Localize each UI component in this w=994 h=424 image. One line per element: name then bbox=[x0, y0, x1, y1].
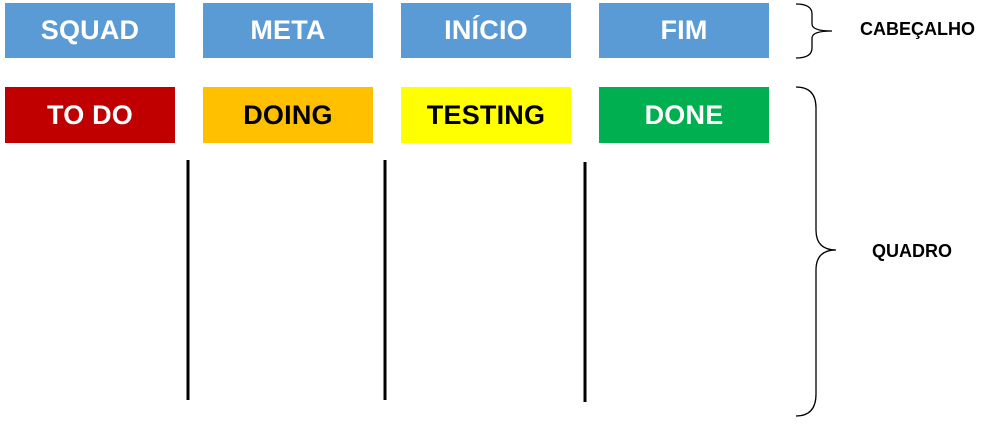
column-testing: TESTING bbox=[401, 87, 571, 143]
header-squad-box: SQUAD bbox=[5, 3, 175, 58]
header-fim-box: FIM bbox=[599, 3, 769, 58]
column-doing: DOING bbox=[203, 87, 373, 143]
column-done: DONE bbox=[599, 87, 769, 143]
header-meta-box: META bbox=[203, 3, 373, 58]
header-side-label: CABEÇALHO bbox=[860, 19, 975, 39]
header-brace bbox=[795, 3, 833, 59]
board-brace bbox=[795, 86, 837, 417]
header-inicio-box: INÍCIO bbox=[401, 3, 571, 58]
column-todo: TO DO bbox=[5, 87, 175, 143]
board-side-label: QUADRO bbox=[872, 241, 952, 261]
